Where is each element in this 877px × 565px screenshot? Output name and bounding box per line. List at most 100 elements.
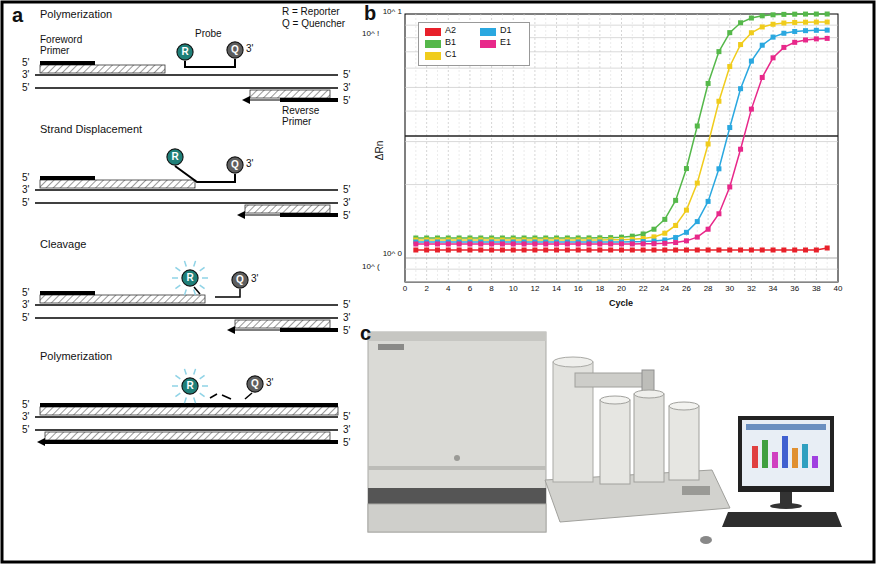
data-point — [543, 248, 548, 253]
cycler-lid — [368, 332, 546, 341]
data-point — [608, 248, 613, 253]
probe-fragment — [215, 289, 240, 297]
screen-bar — [752, 446, 758, 468]
data-point — [435, 248, 440, 253]
glow-ray — [184, 369, 186, 375]
data-point — [543, 241, 548, 246]
axis-tick: 20 — [617, 285, 626, 294]
axis-tick: 10^ 1 — [383, 8, 402, 17]
data-point — [489, 242, 494, 247]
screen-bar — [762, 440, 768, 468]
cycler-logo — [378, 344, 404, 350]
data-point — [727, 248, 732, 253]
data-point — [695, 235, 700, 240]
screen-bar — [792, 448, 798, 468]
data-point — [738, 248, 743, 253]
data-point — [413, 242, 418, 247]
data-point — [792, 29, 797, 34]
glow-ray — [175, 375, 180, 379]
data-point — [792, 40, 797, 45]
reporter-circle: R — [181, 377, 199, 395]
data-point — [684, 248, 689, 253]
strand-end: 5' — [343, 95, 350, 106]
data-point — [706, 199, 711, 204]
data-point — [446, 242, 451, 247]
monitor-screen — [742, 420, 830, 486]
amplification-curve — [416, 14, 827, 238]
data-point — [630, 248, 635, 253]
circle-letter: R — [181, 377, 199, 395]
grid-line — [697, 14, 698, 282]
data-point — [738, 86, 743, 91]
data-point — [424, 242, 429, 247]
data-point — [597, 248, 602, 253]
data-point — [716, 166, 721, 171]
strand-end: 3' — [251, 273, 258, 284]
data-point — [803, 248, 808, 253]
grid-line — [405, 258, 838, 259]
glow-ray — [184, 289, 186, 295]
glow-ray — [172, 277, 178, 279]
axis-tick: 14 — [552, 285, 561, 294]
circle-letter: Q — [226, 156, 244, 174]
strand-end: 3' — [22, 299, 29, 310]
cycler-band — [368, 488, 546, 504]
quencher-circle: Q — [226, 41, 244, 59]
data-point — [792, 20, 797, 25]
data-point — [738, 42, 743, 47]
primer-label: Reverse Primer — [282, 105, 337, 127]
data-point — [489, 248, 494, 253]
template-strand — [35, 304, 338, 306]
grid-line — [816, 14, 817, 282]
strand-end: 5' — [22, 57, 29, 68]
quencher-circle: Q — [246, 375, 264, 393]
data-point — [814, 20, 819, 25]
data-point — [684, 230, 689, 235]
data-point — [706, 248, 711, 253]
screen-bar — [782, 436, 788, 468]
data-point — [749, 248, 754, 253]
strand-end: 5' — [343, 184, 350, 195]
data-point — [554, 241, 559, 246]
data-point — [760, 75, 765, 80]
amplification-plot — [405, 12, 838, 282]
quencher-circle: Q — [226, 156, 244, 174]
legend-swatch — [480, 28, 496, 36]
strand-end: 5' — [343, 411, 350, 422]
strand-end: 5' — [22, 197, 29, 208]
data-point — [749, 16, 754, 21]
axis-tick: 12 — [530, 285, 539, 294]
data-point — [771, 12, 776, 17]
step-title: Polymerization — [40, 8, 112, 20]
new-strand — [40, 295, 205, 303]
data-point — [641, 241, 646, 246]
key-text: Q = Quencher — [282, 18, 345, 29]
forward-primer — [40, 403, 338, 407]
data-point — [630, 241, 635, 246]
data-point — [781, 31, 786, 36]
grid-line — [827, 14, 828, 282]
template-strand — [35, 416, 338, 418]
strand-end: 3' — [246, 158, 253, 169]
axis-tick: 8 — [489, 285, 493, 294]
axis-tick: 6 — [468, 285, 472, 294]
strand-end: 5' — [343, 437, 350, 448]
taqman-schematic — [35, 63, 338, 446]
screen-bar — [802, 444, 808, 468]
data-point — [727, 125, 732, 130]
data-point — [716, 211, 721, 216]
arrow-head — [227, 326, 235, 334]
forward-primer — [40, 291, 95, 295]
plate-stack-top — [634, 390, 664, 398]
strand-end: 5' — [22, 424, 29, 435]
template-strand — [35, 87, 338, 89]
grid-line — [405, 68, 838, 69]
reporter-circle: R — [176, 43, 194, 61]
glow-ray — [184, 397, 186, 403]
data-point — [500, 242, 505, 247]
data-point — [608, 241, 613, 246]
glow-ray — [200, 285, 205, 289]
cycler-seam — [368, 466, 546, 470]
glow-ray — [194, 369, 196, 375]
